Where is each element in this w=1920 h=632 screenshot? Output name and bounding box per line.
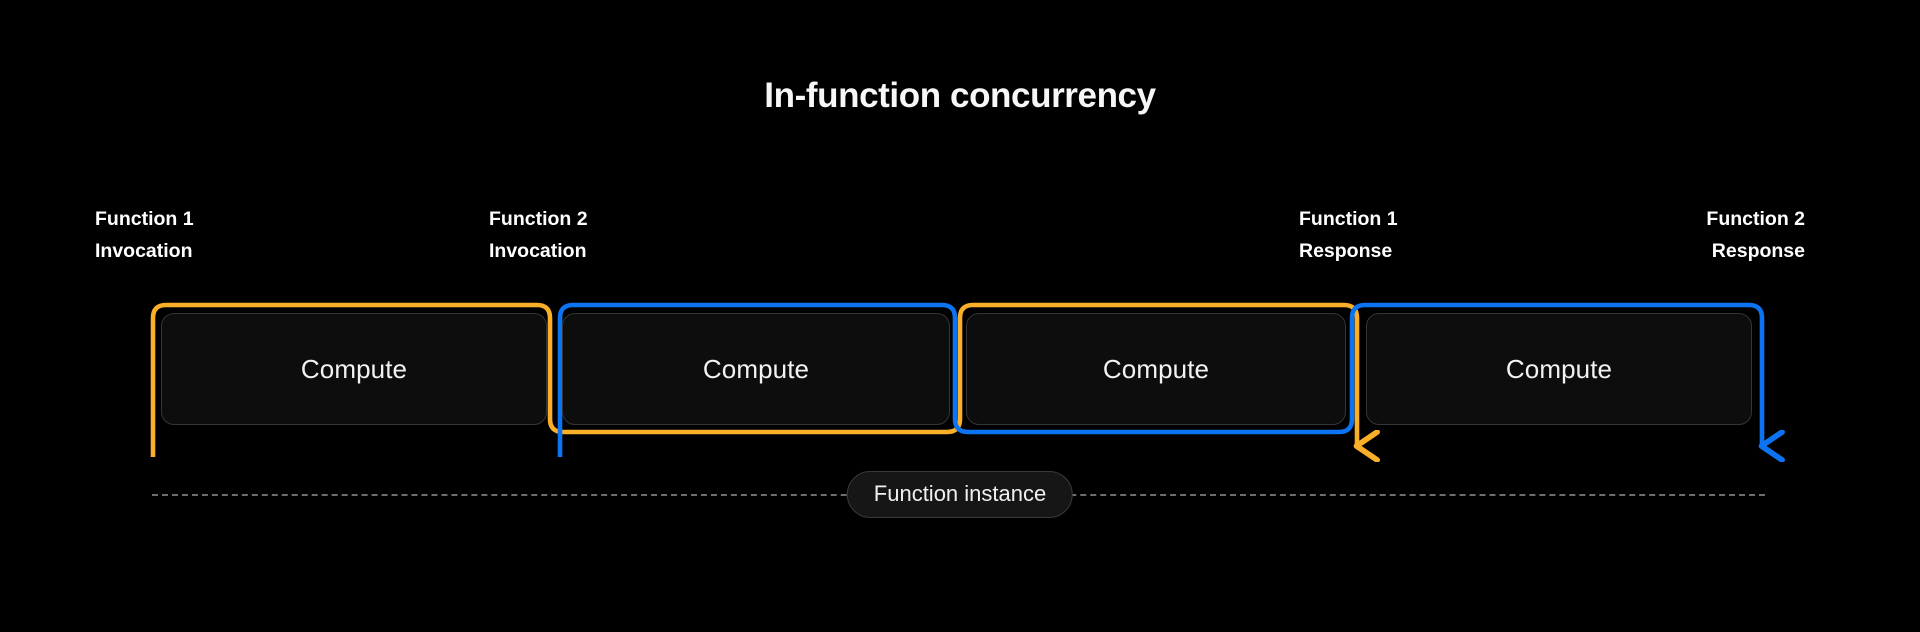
label-line-2: Invocation	[489, 240, 587, 262]
label-line-1: Function 1	[1299, 208, 1398, 230]
function-instance-pill: Function instance	[846, 471, 1074, 518]
label-line-2: Response	[1711, 240, 1805, 262]
compute-label: Compute	[1505, 353, 1613, 384]
label-function-2-invocation: Function 2 Invocation	[489, 203, 588, 267]
compute-label: Compute	[702, 353, 810, 384]
label-line-1: Function 2	[489, 208, 588, 230]
label-function-2-response: Function 2 Response	[1706, 203, 1805, 267]
label-function-1-invocation: Function 1 Invocation	[95, 203, 194, 267]
label-function-1-response: Function 1 Response	[1299, 203, 1398, 267]
label-line-1: Function 1	[95, 208, 194, 230]
label-line-2: Response	[1299, 240, 1393, 262]
compute-label: Compute	[1102, 353, 1210, 384]
compute-box: Compute	[1366, 313, 1752, 425]
page-title: In-function concurrency	[764, 76, 1156, 115]
compute-box: Compute	[161, 313, 547, 425]
label-line-1: Function 2	[1706, 208, 1805, 230]
compute-box: Compute	[966, 313, 1346, 425]
compute-box: Compute	[562, 313, 950, 425]
compute-label: Compute	[300, 353, 408, 384]
label-line-2: Invocation	[95, 240, 193, 262]
